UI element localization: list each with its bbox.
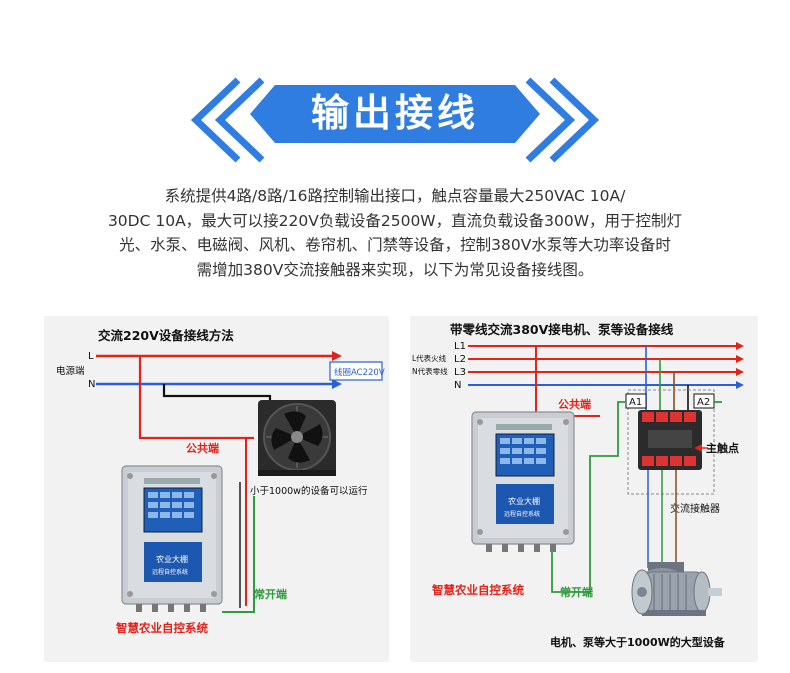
page-title: 输出接线 — [310, 91, 479, 135]
control-device: 农业大棚 远程自控系统 — [121, 465, 223, 612]
header-banner — [190, 77, 600, 163]
main-contact-label: 主触点 — [706, 441, 739, 455]
system-label: 智慧农业自控系统 — [116, 621, 208, 635]
intro-paragraph: 系统提供4路/8路/16路控制输出接口，触点容量最大250VAC 10A/ 30… — [50, 184, 740, 282]
arrow-N-icon — [332, 379, 342, 389]
intro-line: 系统提供4路/8路/16路控制输出接口，触点容量最大250VAC 10A/ — [164, 187, 626, 205]
right-wiring-panel: 带零线交流380V接电机、泵等设备接线 L1 L2 L3 N L代表火线 N代表… — [410, 316, 758, 662]
contactor-frame — [627, 389, 715, 495]
power-source-label: 电源端 — [56, 365, 85, 377]
device-subtitle: 远程自控系统 — [152, 568, 188, 576]
arrow-N-icon — [736, 381, 744, 389]
label-L2: L2 — [454, 354, 466, 365]
a1-box — [625, 393, 647, 409]
chevron-left-inner-icon — [214, 77, 265, 163]
wire-green-from-fan — [222, 496, 255, 613]
label-L: L — [88, 351, 94, 362]
wire-green — [551, 401, 626, 593]
label-L1: L1 — [454, 341, 466, 352]
fan-icon — [258, 400, 336, 476]
left-diagram-title: 交流220V设备接线方法 — [98, 328, 234, 343]
arrow-L1-icon — [736, 342, 744, 350]
intro-line: 30DC 10A，最大可以接220V负载设备2500W，直流负载设备300W，用… — [107, 211, 683, 230]
common-label: 公共端 — [558, 397, 591, 411]
a1-label: A1 — [629, 397, 642, 408]
motor-note: 电机、泵等大于1000W的大型设备 — [550, 635, 726, 649]
system-label: 智慧农业自控系统 — [432, 583, 524, 597]
line-label: 线圈AC220V — [334, 367, 385, 378]
line-label-box — [329, 361, 383, 381]
a2-label: A2 — [697, 397, 710, 408]
main-contact-arrow-icon — [694, 444, 702, 452]
title-badge — [250, 85, 540, 143]
right-wiring-diagram: 带零线交流380V接电机、泵等设备接线 L1 L2 L3 N L代表火线 N代表… — [412, 322, 744, 649]
zero-wire-note: N代表零线 — [412, 366, 448, 376]
intro-line: 需增加380V交流接触器来实现，以下为常见设备接线图。 — [196, 260, 594, 279]
control-device: 农业大棚 远程自控系统 — [471, 411, 575, 552]
a2-box — [693, 393, 715, 409]
left-wiring-panel: 交流220V设备接线方法 L N 电源端 线圈AC220V — [44, 316, 389, 662]
arrow-L2-icon — [736, 355, 744, 363]
fan-note: 小于1000w的设备可以运行 — [250, 485, 368, 497]
chevron-right-outer-icon — [549, 77, 600, 163]
intro-line: 光、水泵、电磁阀、风机、卷帘机、门禁等设备，控制380V水泵等大功率设备时 — [119, 236, 671, 254]
device-subtitle: 远程自控系统 — [504, 510, 540, 518]
motor-icon — [631, 562, 722, 616]
left-wiring-diagram: 交流220V设备接线方法 L N 电源端 线圈AC220V — [56, 328, 385, 635]
arrow-L3-icon — [736, 368, 744, 376]
wire-red-drop — [138, 356, 254, 440]
normally-open-label: 常开端 — [254, 587, 287, 601]
label-N: N — [454, 380, 461, 391]
chevron-left-outer-icon — [190, 77, 241, 163]
device-title: 农业大棚 — [156, 554, 188, 564]
fire-wire-note: L代表火线 — [412, 353, 447, 363]
label-N: N — [88, 379, 95, 390]
common-label: 公共端 — [186, 441, 219, 455]
contactor-label: 交流接触器 — [670, 502, 720, 515]
device-title: 农业大棚 — [508, 496, 540, 506]
wire-black-drop — [162, 384, 272, 408]
arrow-L-icon — [332, 351, 342, 361]
contactor-icon — [638, 410, 702, 470]
normally-open-label: 常开端 — [560, 585, 593, 599]
chevron-right-inner-icon — [525, 77, 576, 163]
right-diagram-title: 带零线交流380V接电机、泵等设备接线 — [450, 322, 674, 337]
label-L3: L3 — [454, 367, 466, 378]
